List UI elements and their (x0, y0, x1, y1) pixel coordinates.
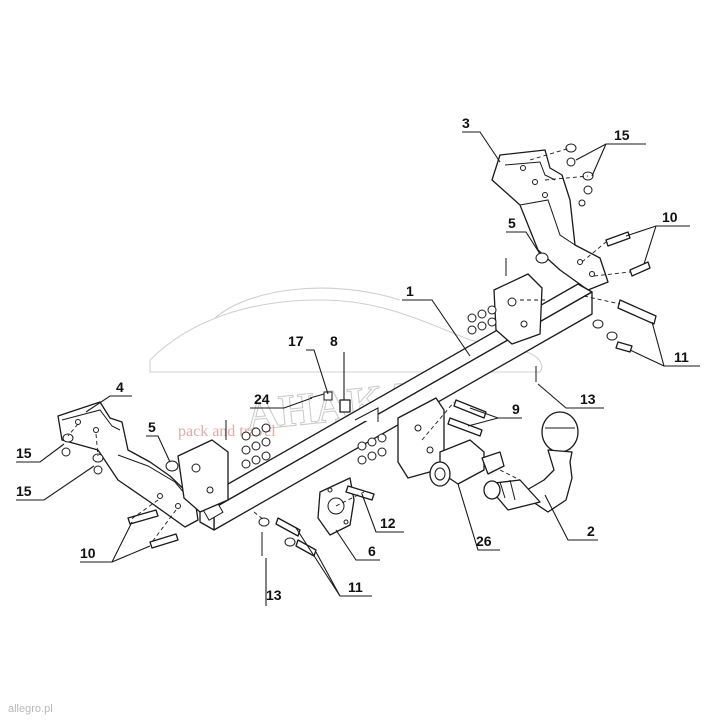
callout-6: 6 (368, 543, 376, 559)
corner-source-label: allegro.pl (8, 703, 53, 715)
electric-socket (429, 439, 505, 487)
callout-leaders (16, 131, 700, 606)
callout-10-left: 10 (80, 545, 96, 561)
callout-labels: 1 2 3 4 5 5 6 8 9 10 10 11 11 12 13 13 1… (16, 115, 689, 603)
right-side-bracket (491, 149, 609, 291)
callout-4: 4 (116, 379, 124, 395)
inner-bolt-stack-right (467, 305, 497, 335)
main-crossbeam (177, 273, 593, 531)
socket-plate (317, 477, 355, 536)
tow-ball-neck (483, 411, 579, 513)
callout-12: 12 (380, 515, 396, 531)
callout-13-right: 13 (580, 391, 596, 407)
callout-8: 8 (330, 333, 338, 349)
callout-15-left-a: 15 (16, 445, 32, 461)
callout-9: 9 (512, 401, 520, 417)
callout-26: 26 (476, 533, 492, 549)
callout-11-bottom: 11 (348, 579, 363, 595)
assembly-axes (67, 147, 631, 543)
callout-10-right: 10 (662, 209, 678, 225)
callout-2: 2 (587, 523, 595, 539)
callout-15-left-b: 15 (16, 483, 32, 499)
callout-15-top: 15 (614, 127, 630, 143)
callout-24: 24 (254, 391, 270, 407)
fasteners (61, 143, 657, 557)
callout-1: 1 (406, 283, 414, 299)
watermark-car-roof-icon (214, 287, 401, 319)
watermark-tagline: pack and travel (178, 423, 276, 440)
callout-11-right: 11 (674, 349, 689, 365)
callout-5-left: 5 (148, 419, 156, 435)
callout-13-bottom: 13 (266, 587, 282, 603)
callout-5-right: 5 (508, 215, 516, 231)
inner-bolt-stack-left (241, 423, 271, 469)
callout-17: 17 (288, 333, 304, 349)
callout-3: 3 (462, 115, 470, 131)
center-bolt-stack (357, 433, 387, 465)
